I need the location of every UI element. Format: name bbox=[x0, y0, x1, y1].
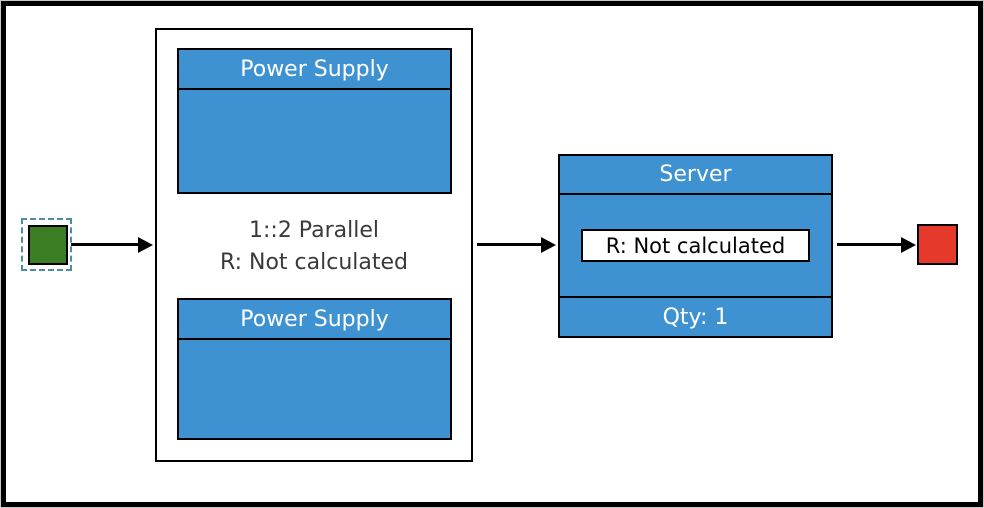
parallel-group-label: 1::2 Parallel R: Not calculated bbox=[155, 215, 473, 279]
server-title: Server bbox=[560, 156, 831, 195]
server-reliability-box: R: Not calculated bbox=[581, 229, 810, 262]
connector-arrow-start-to-group bbox=[71, 243, 138, 246]
parallel-reliability-label: R: Not calculated bbox=[220, 250, 408, 275]
end-node[interactable] bbox=[917, 224, 958, 265]
power-supply-2-title: Power Supply bbox=[179, 300, 450, 340]
connector-arrow-group-to-server bbox=[477, 243, 541, 246]
start-node[interactable] bbox=[28, 225, 68, 265]
server-body: R: Not calculated bbox=[560, 195, 831, 296]
power-supply-block-2[interactable]: Power Supply bbox=[177, 298, 452, 440]
power-supply-block-1[interactable]: Power Supply bbox=[177, 48, 452, 194]
parallel-config-label: 1::2 Parallel bbox=[249, 218, 379, 243]
server-block[interactable]: Server R: Not calculated Qty: 1 bbox=[558, 154, 833, 338]
power-supply-1-title: Power Supply bbox=[179, 50, 450, 90]
connector-arrow-server-to-end bbox=[837, 243, 901, 246]
server-qty-bar: Qty: 1 bbox=[560, 296, 831, 336]
